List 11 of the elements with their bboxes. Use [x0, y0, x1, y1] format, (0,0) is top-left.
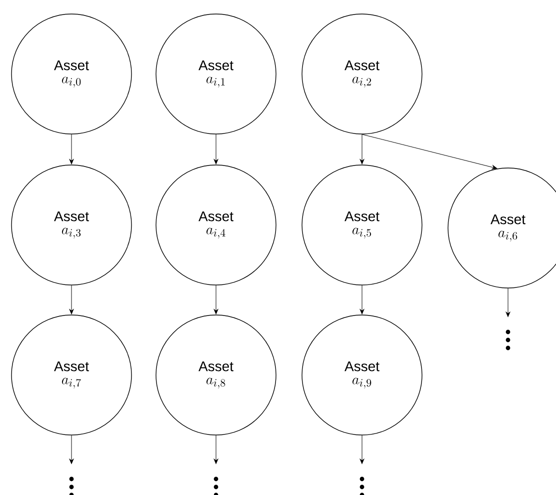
arrow — [69, 285, 74, 314]
arrow — [214, 435, 218, 464]
arrow — [360, 435, 364, 464]
arrow — [362, 134, 498, 170]
arrow — [360, 285, 364, 314]
arrow — [214, 134, 218, 164]
arrow — [69, 435, 74, 464]
arrow — [360, 134, 364, 164]
arrow — [506, 288, 510, 317]
arrow — [214, 285, 218, 314]
arrow — [69, 134, 74, 164]
